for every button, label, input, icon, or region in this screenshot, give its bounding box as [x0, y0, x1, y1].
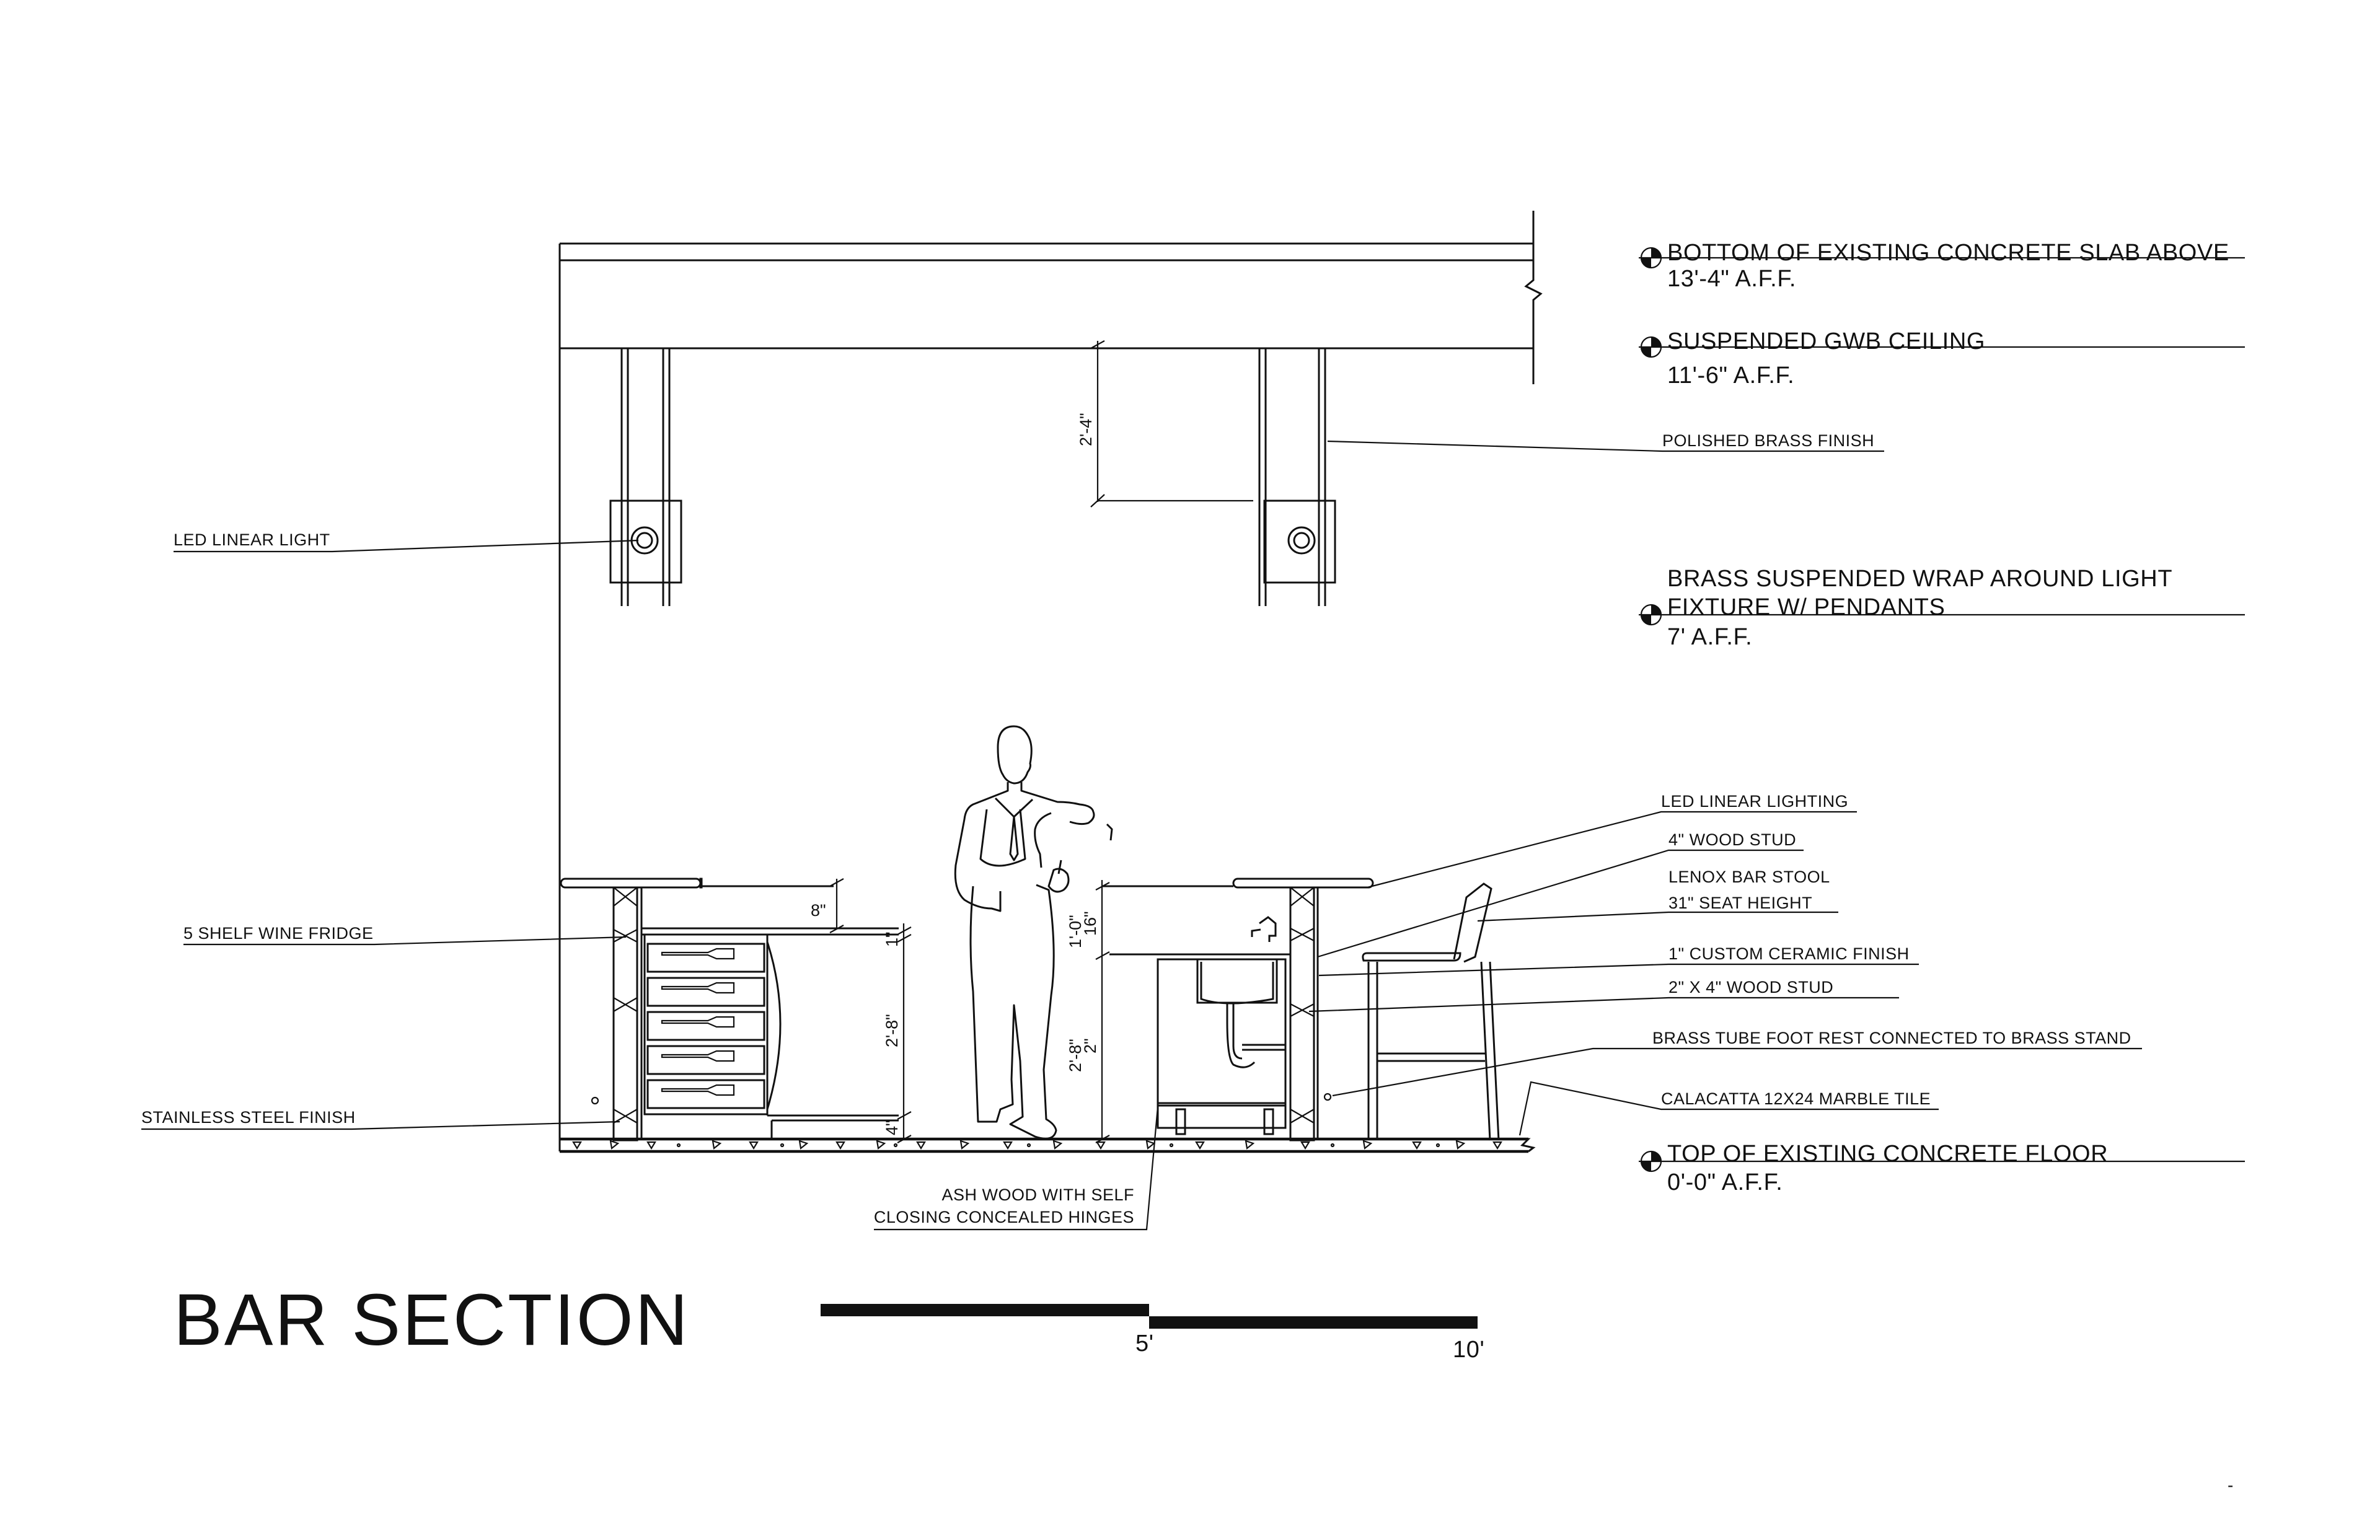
label-wood-stud-2x4: 2" X 4" WOOD STUD: [1668, 978, 1833, 997]
stud-cross-front: [1290, 887, 1315, 1124]
callout-foot-rest: BRASS TUBE FOOT REST CONNECTED TO BRASS …: [1332, 1029, 2142, 1097]
concrete-floor: [560, 1137, 1536, 1153]
label-ash-2: CLOSING CONCEALED HINGES: [874, 1208, 1134, 1226]
level-marker-fixture: BRASS SUSPENDED WRAP AROUND LIGHT FIXTUR…: [1639, 566, 2245, 650]
dim-bar-upper: 1'-0": [1066, 915, 1085, 948]
level-marker-floor: TOP OF EXISTING CONCRETE FLOOR 0'-0" A.F…: [1639, 1141, 2245, 1195]
level-slab-elevation: 13'-4" A.F.F.: [1667, 266, 1796, 292]
front-bar: [1102, 878, 1374, 1142]
label-polished-brass: POLISHED BRASS FINISH: [1662, 431, 1874, 450]
wine-bottles: [661, 948, 735, 1096]
ceiling-structure: [558, 211, 1543, 1151]
label-wine-fridge: 5 SHELF WINE FRIDGE: [183, 924, 374, 943]
level-marker-slab: BOTTOM OF EXISTING CONCRETE SLAB ABOVE 1…: [1639, 240, 2245, 292]
label-ceramic: 1" CUSTOM CERAMIC FINISH: [1668, 944, 1910, 963]
label-stool-1: LENOX BAR STOOL: [1668, 868, 1830, 886]
scale-bar-segment-1: [821, 1304, 1149, 1316]
callout-polished-brass: POLISHED BRASS FINISH: [1327, 431, 1884, 452]
level-ceiling-name: SUSPENDED GWB CEILING: [1667, 328, 1985, 354]
stud-cross-back: [613, 887, 638, 1124]
level-floor-name: TOP OF EXISTING CONCRETE FLOOR: [1667, 1141, 2108, 1167]
dimension-pendant-drop: 2'-4": [1077, 340, 1253, 508]
pendant-fixture-right: [1258, 348, 1336, 606]
level-slab-name: BOTTOM OF EXISTING CONCRETE SLAB ABOVE: [1667, 240, 2229, 266]
callout-bar-stool: LENOX BAR STOOL 31" SEAT HEIGHT: [1477, 868, 1838, 922]
dim-bar-height: 2'-8": [1066, 1039, 1085, 1072]
dimension-back-bar: 8" 1" 2'-8" 4": [811, 878, 912, 1143]
pendant-fixture-left: [609, 348, 682, 606]
level-marker-ceiling: SUSPENDED GWB CEILING 11'-6" A.F.F.: [1639, 328, 2245, 389]
dim-bar-inch2: 2": [1081, 1038, 1100, 1054]
dim-fridge-height: 2'-8": [883, 1014, 901, 1047]
dimension-front-bar: 1'-0" 16" 2'-8" 2": [1066, 880, 1110, 1143]
label-led-linear-light: LED LINEAR LIGHT: [174, 530, 330, 549]
back-bar-cabinet: [560, 878, 899, 1142]
level-fixture-name-2: FIXTURE W/ PENDANTS: [1667, 594, 1945, 620]
dim-fridge-top: 1": [883, 931, 901, 947]
level-ceiling-elevation: 11'-6" A.F.F.: [1667, 363, 1794, 389]
callout-marble: CALACATTA 12X24 MARBLE TILE: [1518, 1081, 1939, 1136]
callout-stainless: STAINLESS STEEL FINISH: [141, 1108, 620, 1130]
label-ash-1: ASH WOOD WITH SELF: [941, 1186, 1134, 1204]
scale-label-5: 5': [1135, 1331, 1154, 1357]
callout-led-linear-lighting: LED LINEAR LIGHTING: [1367, 792, 1857, 889]
dim-pendant-drop: 2'-4": [1077, 413, 1095, 446]
label-marble: CALACATTA 12X24 MARBLE TILE: [1661, 1089, 1931, 1108]
dim-bar-inch: 16": [1081, 911, 1100, 936]
callout-wood-stud-4: 4" WOOD STUD: [1317, 830, 1804, 958]
label-foot-rest: BRASS TUBE FOOT REST CONNECTED TO BRASS …: [1652, 1029, 2131, 1047]
level-fixture-elevation: 7' A.F.F.: [1667, 624, 1752, 650]
callout-ceramic: 1" CUSTOM CERAMIC FINISH: [1318, 944, 1919, 977]
callout-wine-fridge: 5 SHELF WINE FRIDGE: [183, 924, 627, 946]
label-stool-2: 31" SEAT HEIGHT: [1668, 894, 1812, 912]
label-led-linear-lighting: LED LINEAR LIGHTING: [1661, 792, 1848, 811]
label-stainless: STAINLESS STEEL FINISH: [141, 1108, 356, 1127]
callout-led-linear-light: LED LINEAR LIGHT: [174, 530, 639, 553]
scale-bar-segment-2: [1149, 1316, 1478, 1329]
level-floor-elevation: 0'-0" A.F.F.: [1667, 1169, 1783, 1195]
dim-fridge-base: 4": [883, 1120, 901, 1135]
bar-stool: [1362, 882, 1500, 1141]
footer-mark: -: [2228, 1476, 2233, 1495]
callout-wood-stud-2x4: 2" X 4" WOOD STUD: [1308, 978, 1899, 1013]
level-fixture-name-1: BRASS SUSPENDED WRAP AROUND LIGHT: [1667, 566, 2172, 592]
dim-counter-above: 8": [811, 901, 826, 920]
callout-ash-wood: ASH WOOD WITH SELF CLOSING CONCEALED HIN…: [874, 1106, 1159, 1231]
label-wood-stud-4: 4" WOOD STUD: [1668, 830, 1796, 849]
drawing-title: BAR SECTION: [174, 1279, 690, 1361]
scale-bar: 5' 10': [821, 1304, 1484, 1363]
floor-hatching: [572, 1140, 1502, 1150]
scale-label-10: 10': [1453, 1337, 1484, 1363]
bartender-figure: [954, 725, 1113, 1140]
